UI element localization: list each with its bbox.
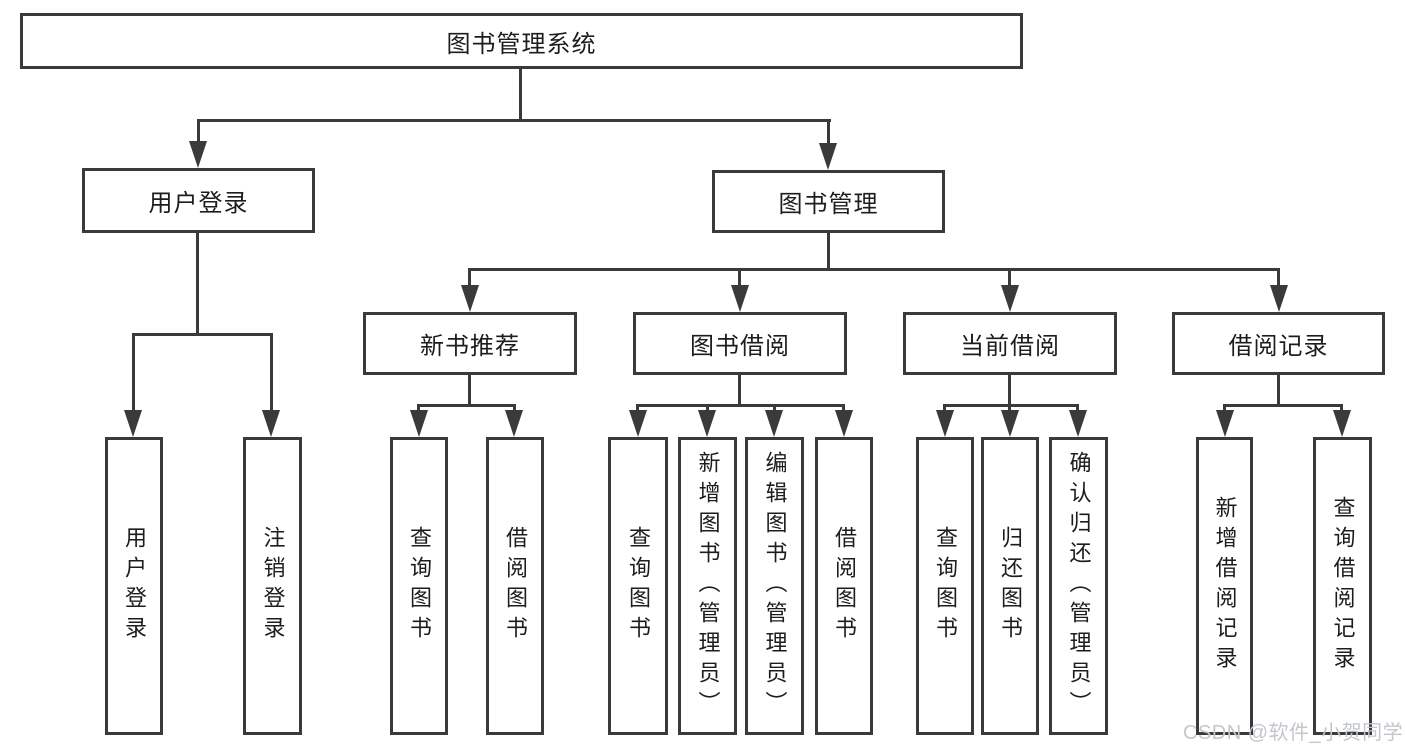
node-current-borrowing: 当前借阅 bbox=[903, 312, 1117, 375]
arrow-down-icon bbox=[410, 410, 428, 437]
connector-line bbox=[468, 268, 471, 290]
node-borrow-records: 借阅记录 bbox=[1172, 312, 1385, 375]
leaf-label: 注销登录 bbox=[260, 526, 286, 646]
connector-line bbox=[1223, 404, 1343, 407]
connector-line bbox=[827, 119, 830, 146]
node-user-login: 用户登录 bbox=[82, 168, 315, 233]
arrow-down-icon bbox=[1333, 410, 1351, 437]
leaf-confirm-return-admin: 确认归还（管理员） bbox=[1049, 437, 1108, 735]
leaf-add-books-admin: 新增图书（管理员） bbox=[678, 437, 737, 735]
leaf-query-books-borrowing: 查询图书 bbox=[608, 437, 668, 735]
leaf-edit-books-admin: 编辑图书（管理员） bbox=[745, 437, 804, 735]
node-label: 图书借阅 bbox=[690, 333, 790, 360]
connector-line bbox=[1008, 375, 1011, 407]
arrow-down-icon bbox=[629, 410, 647, 437]
connector-line bbox=[197, 119, 200, 146]
node-label: 借阅记录 bbox=[1228, 333, 1329, 360]
node-label: 当前借阅 bbox=[960, 333, 1060, 360]
arrow-down-icon bbox=[1001, 285, 1019, 312]
arrow-down-icon bbox=[505, 410, 523, 437]
node-book-borrowing: 图书借阅 bbox=[633, 312, 847, 375]
leaf-query-books-current: 查询图书 bbox=[916, 437, 974, 735]
connector-line bbox=[196, 233, 199, 335]
connector-line bbox=[1277, 375, 1280, 407]
connector-line bbox=[1277, 268, 1280, 290]
node-new-book-recommend: 新书推荐 bbox=[363, 312, 577, 375]
arrow-down-icon bbox=[765, 410, 783, 437]
connector-line bbox=[468, 268, 1280, 271]
leaf-logout: 注销登录 bbox=[243, 437, 302, 735]
arrow-down-icon bbox=[1069, 410, 1087, 437]
connector-line bbox=[738, 375, 741, 407]
leaf-query-borrow-record: 查询借阅记录 bbox=[1313, 437, 1372, 735]
arrow-down-icon bbox=[731, 285, 749, 312]
connector-line bbox=[132, 333, 135, 415]
arrow-down-icon bbox=[1001, 410, 1019, 437]
leaf-label: 查询图书 bbox=[933, 526, 958, 646]
arrow-down-icon bbox=[1270, 285, 1288, 312]
leaf-add-borrow-record: 新增借阅记录 bbox=[1196, 437, 1253, 735]
leaf-label: 借阅图书 bbox=[832, 526, 857, 646]
connector-line bbox=[132, 333, 273, 336]
connector-line bbox=[519, 68, 522, 122]
connector-line bbox=[417, 404, 516, 407]
connector-line bbox=[270, 333, 273, 415]
node-label: 新书推荐 bbox=[420, 333, 520, 360]
arrow-down-icon bbox=[936, 410, 954, 437]
leaf-query-books-recommend: 查询图书 bbox=[390, 437, 448, 735]
leaf-label: 查询图书 bbox=[407, 526, 432, 646]
node-library-management-system: 图书管理系统 bbox=[20, 13, 1023, 69]
leaf-label: 查询借阅记录 bbox=[1330, 496, 1356, 676]
arrow-down-icon bbox=[835, 410, 853, 437]
leaf-borrow-books-recommend: 借阅图书 bbox=[486, 437, 544, 735]
arrow-down-icon bbox=[698, 410, 716, 437]
connector-line bbox=[636, 404, 845, 407]
arrow-down-icon bbox=[189, 141, 207, 168]
leaf-label: 归还图书 bbox=[998, 526, 1023, 646]
leaf-label: 用户登录 bbox=[122, 526, 147, 646]
node-book-management: 图书管理 bbox=[712, 170, 945, 233]
arrow-down-icon bbox=[819, 143, 837, 170]
leaf-label: 新增借阅记录 bbox=[1212, 496, 1238, 676]
leaf-return-books: 归还图书 bbox=[981, 437, 1039, 735]
leaf-label: 编辑图书（管理员） bbox=[762, 451, 788, 721]
leaf-borrow-books: 借阅图书 bbox=[815, 437, 873, 735]
arrow-down-icon bbox=[262, 410, 280, 437]
leaf-label: 新增图书（管理员） bbox=[695, 451, 721, 721]
leaf-label: 借阅图书 bbox=[503, 526, 528, 646]
arrow-down-icon bbox=[461, 285, 479, 312]
csdn-watermark: CSDN @软件_小贺同学 bbox=[1183, 722, 1404, 744]
node-label: 图书管理 bbox=[778, 191, 879, 218]
leaf-label: 确认归还（管理员） bbox=[1066, 451, 1092, 721]
connector-line bbox=[943, 404, 1079, 407]
leaf-label: 查询图书 bbox=[626, 526, 651, 646]
node-label: 用户登录 bbox=[148, 190, 249, 217]
connector-line bbox=[827, 233, 830, 271]
connector-line bbox=[468, 375, 471, 407]
arrow-down-icon bbox=[124, 410, 142, 437]
connector-line bbox=[1008, 268, 1011, 290]
connector-line bbox=[738, 268, 741, 290]
arrow-down-icon bbox=[1216, 410, 1234, 437]
node-label: 图书管理系统 bbox=[446, 30, 597, 58]
connector-line bbox=[197, 119, 831, 122]
leaf-user-login: 用户登录 bbox=[105, 437, 163, 735]
